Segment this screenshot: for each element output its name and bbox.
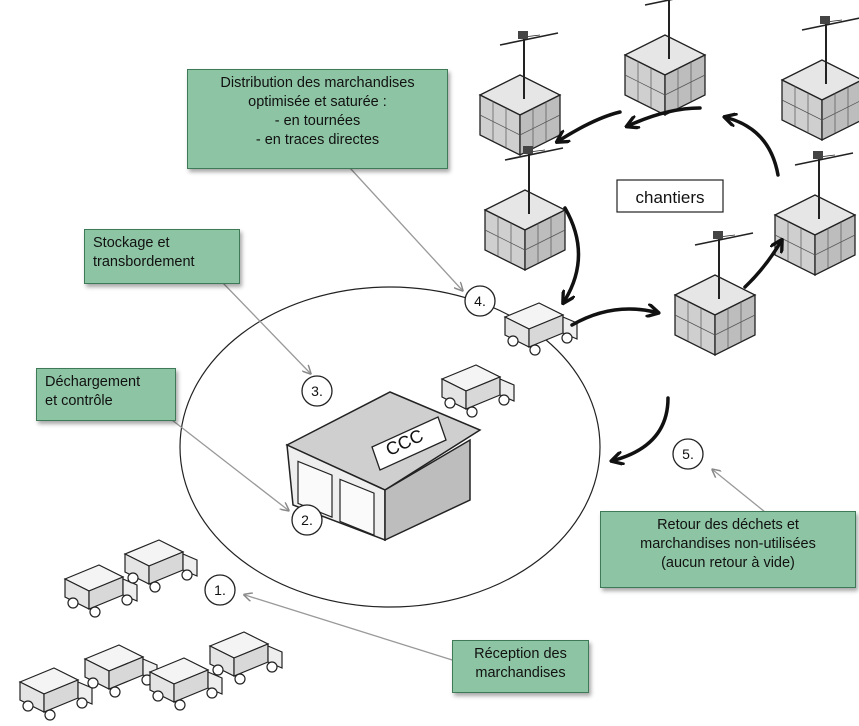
step-3-marker: 3.: [301, 375, 333, 407]
svg-text:1.: 1.: [214, 582, 226, 598]
svg-text:3.: 3.: [311, 383, 323, 399]
truck-icon: [504, 302, 578, 356]
step-1-marker: 1.: [204, 574, 236, 606]
step-markers: 1. 2. 3. 4. 5.: [204, 285, 704, 606]
reception-callout: Réception des marchandises: [452, 640, 589, 693]
callout-arrows: [171, 167, 766, 665]
svg-text:2.: 2.: [301, 512, 313, 528]
svg-text:chantiers: chantiers: [636, 188, 705, 207]
retour-callout: Retour des déchets et marchandises non-u…: [600, 511, 856, 588]
truck-icon: [441, 364, 515, 418]
svg-text:4.: 4.: [474, 293, 486, 309]
svg-text:5.: 5.: [682, 446, 694, 462]
chantiers-label: chantiers: [616, 179, 724, 213]
step-5-marker: 5.: [672, 438, 704, 470]
ccc-warehouse: CCC: [285, 391, 482, 542]
dechargement-callout: Déchargement et contrôle: [36, 368, 176, 421]
distribution-callout: Distribution des marchandises optimisée …: [187, 69, 448, 169]
construction-sites: [479, 0, 859, 356]
step-2-marker: 2.: [291, 504, 323, 536]
stockage-callout: Stockage et transbordement: [84, 229, 240, 284]
ccc-zone-ellipse: [179, 286, 601, 608]
site-loop-arrows: [560, 106, 780, 460]
step-4-marker: 4.: [464, 285, 496, 317]
incoming-truck-convoys: [19, 539, 283, 721]
